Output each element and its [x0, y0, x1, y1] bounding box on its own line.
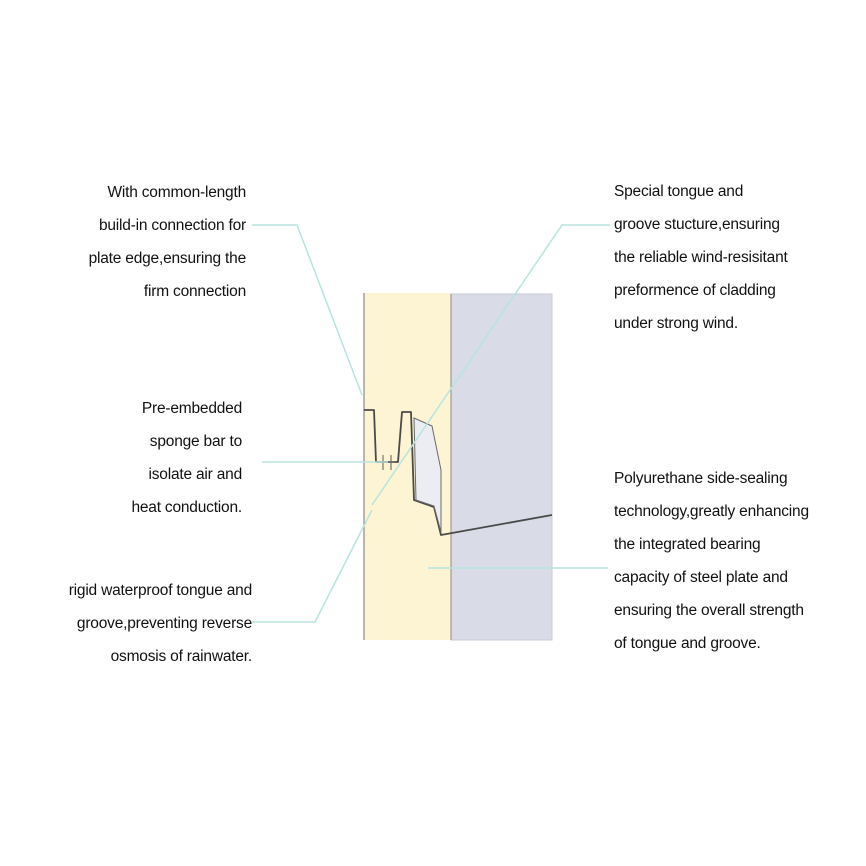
- callout-line: groove stucture,ensuring: [614, 216, 780, 233]
- leader-waterproof: [252, 509, 373, 623]
- leader-tongue-groove: [371, 224, 610, 506]
- callout-line: heat conduction.: [131, 499, 242, 516]
- callout-line: Pre-embedded: [141, 400, 242, 417]
- tongue-groove-profile: [364, 409, 553, 536]
- callout-tongue-groove: Special tongue and groove stucture,ensur…: [614, 175, 788, 340]
- callout-line: the integrated bearing: [614, 536, 761, 553]
- callout-line: under strong wind.: [614, 315, 738, 332]
- callout-line: preformence of cladding: [614, 282, 776, 299]
- steel-panel: [450, 293, 553, 641]
- callout-line: Polyurethane side-sealing: [614, 470, 788, 487]
- leader-common-length: [252, 224, 363, 396]
- callout-line: technology,greatly enhancing: [614, 503, 809, 520]
- callout-line: isolate air and: [148, 466, 242, 483]
- callout-line: osmosis of rainwater.: [110, 648, 253, 665]
- callout-line: ensuring the overall strength: [614, 602, 804, 619]
- callout-line: build-in connection for: [98, 217, 246, 234]
- callout-line: firm connection: [143, 283, 246, 300]
- callout-sponge-bar: Pre-embedded sponge bar to isolate air a…: [131, 392, 242, 524]
- callout-line: of tongue and groove.: [614, 635, 761, 652]
- callout-line: Special tongue and: [614, 183, 744, 200]
- tongue-shadow: [413, 417, 442, 533]
- callout-line: capacity of steel plate and: [614, 569, 788, 586]
- callout-line: sponge bar to: [149, 433, 242, 450]
- callout-line: groove,preventing reverse: [76, 615, 252, 632]
- callout-line: plate edge,ensuring the: [88, 250, 247, 267]
- callout-line: With common-length: [107, 184, 246, 201]
- callout-common-length: With common-length build-in connection f…: [88, 176, 247, 308]
- callout-waterproof: rigid waterproof tongue and groove,preve…: [68, 574, 253, 673]
- leader-lines: [252, 224, 610, 623]
- callout-line: the reliable wind-resisitant: [614, 249, 788, 266]
- callout-side-sealing: Polyurethane side-sealing technology,gre…: [614, 462, 809, 660]
- callout-line: rigid waterproof tongue and: [68, 582, 253, 599]
